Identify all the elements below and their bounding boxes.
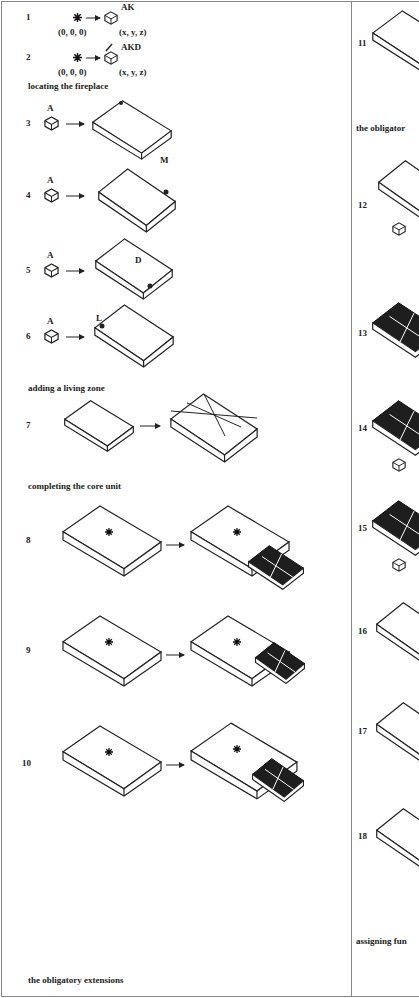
rule-number: 14 [358,423,367,434]
rule-label: M [160,155,169,166]
rule-number: 6 [26,331,31,342]
rule-label: A [47,316,54,327]
rule-label: completing the core unit [28,481,121,492]
rule-label: D [135,255,142,266]
rule-label: A [47,250,54,261]
rule-label: the obligator [356,123,405,134]
rule-number: 17 [358,726,367,737]
rule-number: 16 [358,626,367,637]
rule-number: 5 [26,265,31,276]
rule-label: (0, 0, 0) [58,27,87,38]
rule-number: 12 [358,200,367,211]
rule-number: 4 [26,190,31,201]
rule-number: 9 [26,645,31,656]
rule-label: the obligatory extensions [28,975,124,986]
rule-number: 15 [358,523,367,534]
rule-number: 10 [22,758,31,769]
rule-number: 13 [358,328,367,339]
rule-label: A [47,103,54,114]
rule-number: 18 [358,831,367,842]
rule-number: 1 [26,12,31,23]
rule-number: 11 [358,38,367,49]
rule-number: 7 [26,420,31,431]
rule-number: 3 [26,118,31,129]
rule-number: 8 [26,535,31,546]
rule-number: 2 [26,52,31,63]
rule-label: (0, 0, 0) [58,67,87,78]
rule-label: assigning fun [356,936,407,947]
rule-label: locating the fireplace [28,81,108,92]
rule-label: A [47,175,54,186]
rule-label: (x, y, z) [119,67,147,78]
rule-label: AKD [121,42,141,53]
rule-label: adding a living zone [28,383,105,394]
rule-label: L [96,313,102,324]
rule-label: (x, y, z) [119,27,147,38]
rule-label: AK [121,2,135,13]
